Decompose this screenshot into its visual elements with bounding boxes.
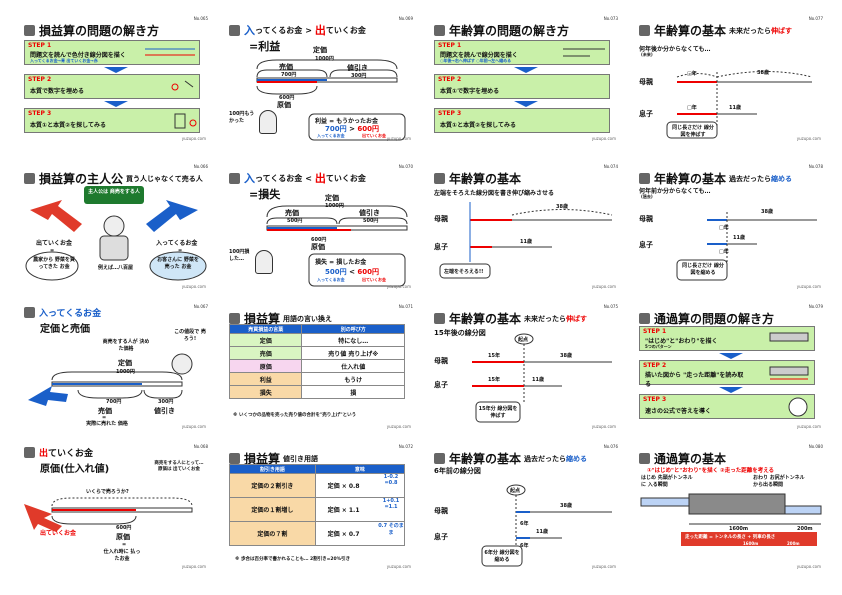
card-title: 損益算用語の言い換え	[229, 310, 332, 327]
discount-table: 割引き用語意味 定価の２割引き定価 × 0.8 定価の１割増し定価 × 1.1 …	[229, 464, 406, 546]
card-title: 年齢算の基本未来だったら伸ばす	[434, 310, 587, 327]
lead-text: 左端をそろえた線分図を書き伸び縮みさせる	[434, 190, 555, 197]
card-title: 通過算の問題の解き方	[639, 310, 774, 327]
down-arrow-icon	[104, 67, 128, 73]
card-number: No.069	[398, 16, 413, 21]
down-arrow-icon	[719, 353, 743, 359]
card-title: 年齢算の基本過去だったら縮める	[434, 450, 587, 467]
label-nebiki: 値引き	[347, 64, 368, 72]
label-in: 入ってくるお金	[156, 240, 198, 247]
card-title: 年齢算の基本過去だったら縮める	[639, 170, 792, 187]
card-rieki: No.069 入ってくるお金>出ていくお金 =利益 定価 1000円 売価 70…	[227, 14, 415, 142]
label-baika: 売価	[279, 63, 293, 71]
card-title: 年齢算の基本未来だったら伸ばす	[639, 22, 792, 39]
down-arrow-icon	[104, 101, 128, 107]
hero-label: 主人公は 商売をする人	[84, 186, 144, 204]
card-title: 通過算の基本	[639, 450, 726, 467]
card-subtitle: =利益	[249, 40, 281, 53]
down-arrow-icon	[719, 387, 743, 393]
card-number: No.065	[193, 16, 208, 21]
line-diagram	[256, 59, 406, 141]
label-mother: 母親	[639, 78, 653, 86]
card-sonshitsu: No.070 入ってくるお金<出ていくお金 =損失 定価 1000円 売価 50…	[227, 162, 415, 290]
line-diagram	[266, 205, 408, 287]
card-nenreizan-align: No.074 年齢算の基本 左端をそろえた線分図を書き伸び縮みさせる 母親 息子…	[432, 162, 620, 290]
compare: 700円 > 600円	[325, 125, 379, 133]
bubble-text: 利益 = もうかったお金	[315, 118, 379, 125]
card-title: 入ってくるお金>出ていくお金	[229, 22, 366, 38]
card-teika-baika: No.067 入ってくるお金 定価と売価 商売をする人が 決めた価格 この値段で…	[22, 302, 210, 430]
card-shujinkou: No.066 損益算の主人公買う人じゃなくて売る人 主人公は 商売をする人 出て…	[22, 162, 210, 290]
label-son: 息子	[639, 110, 653, 118]
label-teika: 定価	[313, 46, 327, 54]
card-title: 損益算の問題の解き方	[24, 22, 159, 39]
footer-site: yuzupo.com	[181, 136, 206, 141]
arrows	[25, 200, 207, 281]
square-icon	[24, 25, 35, 36]
card-genka: No.068 出ていくお金 原価(仕入れ値) 商売をする人にとって… 原価は 出…	[22, 442, 210, 570]
card-nenreizan-past: No.078 年齢算の基本過去だったら縮める 何年前か分からなくても… (過去)…	[637, 162, 825, 290]
label-out: 出ていくお金	[36, 240, 73, 247]
card-nebiki-yougo: No.072 損益算値引き用語 割引き用語意味 定価の２割引き定価 × 0.8 …	[227, 442, 415, 570]
card-title: 損益算の主人公買う人じゃなくて売る人	[24, 170, 203, 187]
terms-table: 売買損益の言葉別の呼び方 定価特になし… 売価売り値 売り上げ※ 原価仕入れ値 …	[228, 324, 405, 399]
down-arrow-icon	[514, 67, 538, 73]
person-icon	[255, 250, 273, 274]
card-title: 年齢算の問題の解き方	[434, 22, 569, 39]
person-caption: 100円もうかった	[229, 111, 255, 124]
card-title: 損益算値引き用語	[229, 450, 318, 467]
card-nenreizan-6: No.076 年齢算の基本過去だったら縮める 6年前の線分図 起点 母親 息子 …	[432, 442, 620, 570]
card-title: 入ってくるお金<出ていくお金	[229, 170, 366, 186]
line-diagram	[666, 71, 813, 139]
card-nenreizan-15: No.075 年齢算の基本未来だったら伸ばす 15年後の線分図 起点 母親 息子…	[432, 302, 620, 430]
card-nenreizan-future: No.077 年齢算の基本未来だったら伸ばす 何年後か分からなくても… (未来)…	[637, 14, 825, 142]
card-yougo: No.071 損益算用語の言い換え 売買損益の言葉別の呼び方 定価特になし… 売…	[227, 302, 415, 430]
down-arrow-icon	[514, 101, 538, 107]
label-genka: 原価	[277, 101, 291, 109]
card-tsukazan-basic: No.080 通過算の基本 ①"はじめ"と"おわり"を描く ②走った距離を考える…	[637, 442, 825, 570]
card-title: 年齢算の基本	[434, 170, 521, 187]
card-title: 出ていくお金	[24, 446, 93, 459]
card-title: 入ってくるお金	[24, 306, 101, 319]
person-icon	[259, 110, 277, 134]
